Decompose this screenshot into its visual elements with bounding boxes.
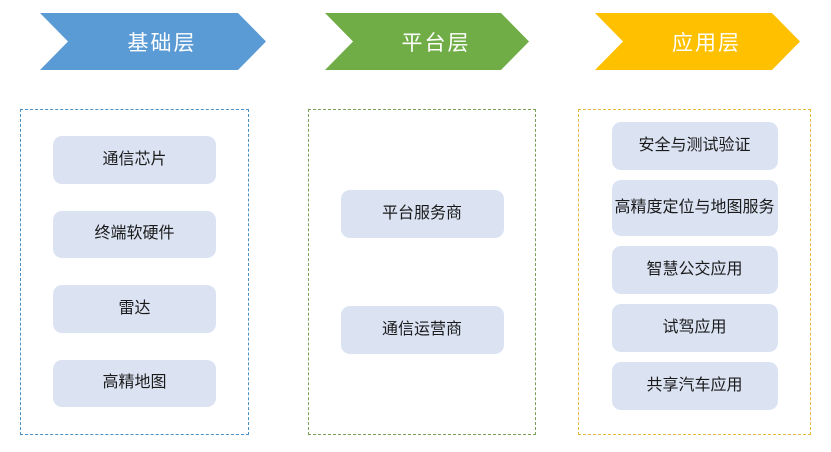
node-item[interactable]: 雷达 xyxy=(53,285,216,333)
node-item[interactable]: 共享汽车应用 xyxy=(611,362,778,410)
node-item[interactable]: 高精度定位与地图服务 xyxy=(611,180,778,236)
layer-column-application: 安全与测试验证 高精度定位与地图服务 智慧公交应用 试驾应用 共享汽车应用 xyxy=(578,109,811,435)
layer-column-platform: 平台服务商 通信运营商 xyxy=(308,109,536,435)
layer-column-foundation: 通信芯片 终端软硬件 雷达 高精地图 xyxy=(20,109,249,435)
layer-header-application: 应用层 xyxy=(595,13,800,70)
layer-header-application-label: 应用层 xyxy=(672,31,741,55)
layer-header-foundation-label: 基础层 xyxy=(127,31,197,55)
node-item[interactable]: 平台服务商 xyxy=(340,190,504,238)
node-item[interactable]: 通信芯片 xyxy=(53,136,216,184)
node-item[interactable]: 智慧公交应用 xyxy=(611,246,778,294)
layer-header-platform-label: 平台层 xyxy=(401,31,471,55)
node-item[interactable]: 安全与测试验证 xyxy=(611,122,778,170)
node-item[interactable]: 试驾应用 xyxy=(611,304,778,352)
layer-header-foundation: 基础层 xyxy=(40,13,266,70)
node-item[interactable]: 高精地图 xyxy=(53,359,216,407)
node-item[interactable]: 终端软硬件 xyxy=(53,210,216,258)
layer-header-platform: 平台层 xyxy=(325,13,529,70)
node-item[interactable]: 通信运营商 xyxy=(340,306,504,354)
